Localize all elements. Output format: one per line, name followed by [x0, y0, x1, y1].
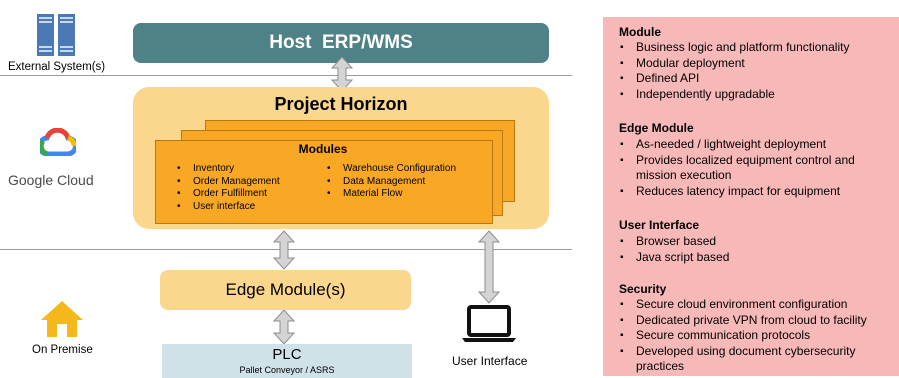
home-icon — [40, 300, 84, 343]
module-item: Order Fulfillment — [173, 188, 280, 201]
list-item: Developed using document cybersecurity p… — [619, 344, 895, 375]
list-item: Reduces latency impact for equipment — [619, 184, 895, 200]
module-item: Data Management — [323, 176, 456, 189]
arrow-horizon-ui — [477, 230, 501, 304]
module-item: Material Flow — [323, 188, 456, 201]
host-erp-wms-box: Host ERP/WMS — [133, 23, 549, 63]
plc-title: PLC — [272, 346, 302, 363]
plc-subtitle: Pallet Conveyor / ASRS — [239, 365, 335, 375]
list-item: As-needed / lightweight deployment — [619, 137, 895, 153]
laptop-icon — [461, 304, 517, 349]
arrow-edge-plc — [272, 309, 296, 345]
module-item: Warehouse Configuration — [323, 163, 456, 176]
section-list-module: Business logic and platform functionalit… — [619, 40, 895, 102]
google-cloud-label: Google Cloud — [8, 172, 94, 188]
host-title: Host ERP/WMS — [269, 32, 413, 53]
list-item: Browser based — [619, 234, 895, 250]
list-item: Business logic and platform functionalit… — [619, 40, 895, 56]
module-item: User interface — [173, 201, 280, 214]
list-item: Defined API — [619, 71, 895, 87]
arrow-horizon-edge — [272, 230, 296, 270]
google-cloud-icon — [37, 127, 78, 161]
modules-title: Modules — [298, 142, 348, 156]
separator-top — [0, 75, 572, 76]
module-item: Order Management — [173, 176, 280, 189]
on-premise-label: On Premise — [32, 344, 93, 356]
list-item: Independently upgradable — [619, 87, 895, 103]
module-item: Inventory — [173, 163, 280, 176]
section-title-edge-module: Edge Module — [619, 121, 694, 135]
section-list-edge-module: As-needed / lightweight deployment Provi… — [619, 137, 895, 199]
section-list-user-interface: Browser based Java script based — [619, 234, 895, 265]
list-item: Secure cloud environment configuration — [619, 297, 895, 313]
plc-box — [162, 344, 412, 378]
user-interface-label: User Interface — [452, 354, 528, 368]
edge-module-title: Edge Module(s) — [225, 280, 346, 299]
modules-list-left: Inventory Order Management Order Fulfill… — [173, 163, 280, 213]
external-systems-label: External System(s) — [8, 61, 106, 73]
server-icon — [37, 14, 75, 61]
modules-list-right: Warehouse Configuration Data Management … — [323, 163, 456, 201]
section-title-security: Security — [619, 282, 667, 296]
list-item: Modular deployment — [619, 56, 895, 72]
list-item: Secure communication protocols — [619, 328, 895, 344]
section-title-module: Module — [619, 25, 661, 39]
list-item: Dedicated private VPN from cloud to faci… — [619, 313, 895, 329]
section-title-user-interface: User Interface — [619, 218, 700, 232]
section-list-security: Secure cloud environment configuration D… — [619, 297, 895, 375]
project-horizon-title: Project Horizon — [274, 94, 408, 114]
edge-module-box: Edge Module(s) — [160, 270, 411, 310]
list-item: Java script based — [619, 250, 895, 266]
list-item: Provides localized equipment control and… — [619, 153, 895, 184]
